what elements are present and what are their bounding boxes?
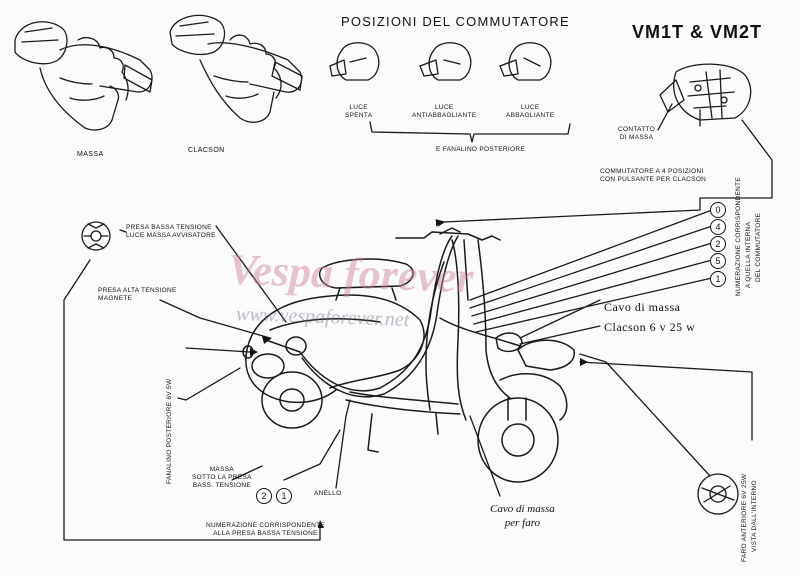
- label-fanalino-posteriore: FANALINO POSTERIORE 6V 5W: [166, 378, 173, 484]
- connector-icon: [81, 221, 111, 251]
- label-faro-anteriore: FARO ANTERIORE 6V 25W VISTA DALL'INTERNO: [741, 473, 758, 562]
- label-massa: MASSA: [77, 151, 104, 158]
- presa-number-1: 1: [276, 488, 292, 504]
- label-luce-abbagliante: LUCE ABBAGLIANTE: [506, 104, 555, 119]
- label-contatto-massa: CONTATTO DI MASSA: [618, 126, 656, 141]
- label-clacson: CLACSON: [188, 147, 225, 154]
- switch-position-illustrations: [329, 42, 571, 143]
- page-title: POSIZIONI DEL COMMUTATORE: [341, 14, 570, 29]
- watermark-brand: Vespa forever: [227, 244, 475, 303]
- wire-number-1: 1: [710, 271, 726, 287]
- label-numerazione-commutatore: NUMERAZIONE CORRISPONDENTE A QUELLA INTE…: [735, 176, 762, 296]
- commutator-detail-illustration: [659, 63, 752, 121]
- label-numerazione-presa: NUMERAZIONE CORRISPONDENTE ALLA PRESA BA…: [206, 522, 326, 537]
- label-massa-presa: MASSA SOTTO LA PRESA BASS. TENSIONE: [192, 466, 252, 489]
- label-fanalino: E FANALINO POSTERIORE: [436, 146, 526, 153]
- label-anello: ANELLO: [314, 490, 342, 497]
- scooter-illustration: [242, 227, 576, 483]
- label-luce-spenta: LUCE SPENTA: [345, 104, 373, 119]
- label-luce-antiabbagliante: LUCE ANTIABBAGLIANTE: [412, 104, 477, 119]
- wire-number-4: 4: [710, 219, 726, 235]
- label-cavo-massa-faro: Cavo di massa per faro: [490, 503, 555, 529]
- label-cavo-massa: Cavo di massa: [604, 300, 681, 314]
- hand-clacson-illustration: [169, 14, 303, 123]
- label-presa-bassa: PRESA BASSA TENSIONE LUCE MASSA AVVISATO…: [126, 224, 216, 239]
- hand-massa-illustration: [14, 21, 153, 131]
- wire-number-2: 2: [710, 236, 726, 252]
- presa-number-2: 2: [256, 488, 272, 504]
- label-presa-alta: PRESA ALTA TENSIONE MAGNETE: [98, 287, 177, 302]
- wire-number-0: 0: [710, 202, 726, 218]
- headlamp-interior-icon: [697, 473, 739, 515]
- label-commutatore: COMMUTATORE A 4 POSIZIONI CON PULSANTE P…: [600, 168, 707, 183]
- wire-number-5: 5: [710, 253, 726, 269]
- label-clacson-spec: Clacson 6 v 25 w: [604, 320, 696, 334]
- model-title: VM1T & VM2T: [632, 22, 763, 42]
